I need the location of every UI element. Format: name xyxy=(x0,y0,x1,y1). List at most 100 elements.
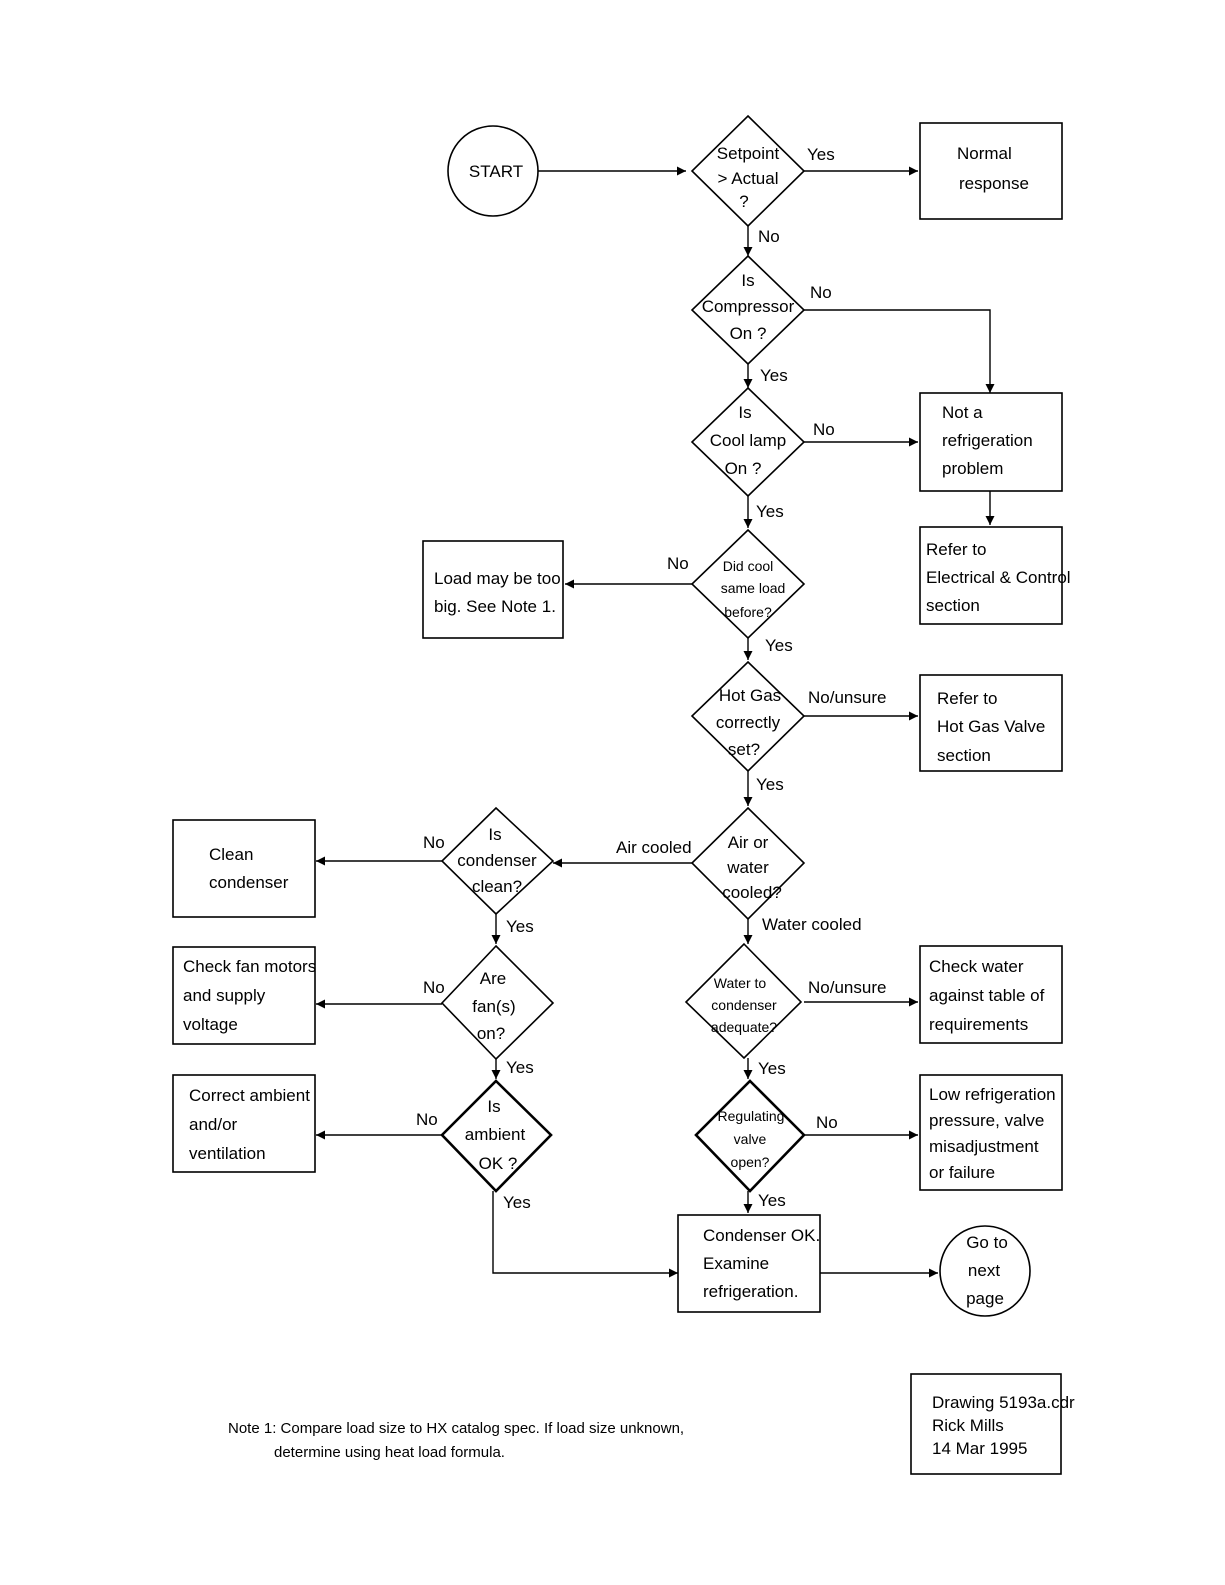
node-setpoint: Setpoint > Actual ? xyxy=(690,114,806,228)
title-block-author: Rick Mills xyxy=(932,1416,1004,1435)
label-compressor-yes: Yes xyxy=(760,366,788,385)
label-hotgas-yes: Yes xyxy=(756,775,784,794)
node-regvalve-line2: valve xyxy=(734,1131,767,1147)
edges xyxy=(316,166,995,1278)
node-checkwater-line3: requirements xyxy=(929,1015,1028,1034)
node-correctamb-line3: ventilation xyxy=(189,1144,266,1163)
node-coollamp-line2: Cool lamp xyxy=(710,431,787,450)
node-fans: Are fan(s) on? xyxy=(440,944,555,1061)
footnote-line2: determine using heat load formula. xyxy=(274,1444,505,1461)
node-coollamp-line3: On ? xyxy=(725,459,762,478)
node-wateradeq-line1: Water to xyxy=(714,975,767,991)
node-condok-line3: refrigeration. xyxy=(703,1282,798,1301)
node-electrical-line1: Refer to xyxy=(926,540,986,559)
node-compressor-line3: On ? xyxy=(730,324,767,343)
node-condok-line2: Examine xyxy=(703,1254,769,1273)
node-ambient-line2: ambient xyxy=(465,1125,526,1144)
label-didcool-no: No xyxy=(667,554,689,573)
node-hotgas: Hot Gas correctly set? xyxy=(690,660,806,773)
node-compressor-line1: Is xyxy=(741,271,754,290)
label-water-cooled: Water cooled xyxy=(762,915,862,934)
label-hotgas-no: No/unsure xyxy=(808,688,886,707)
node-lowref-line3: misadjustment xyxy=(929,1137,1039,1156)
node-lowref-line4: or failure xyxy=(929,1163,995,1182)
node-condclean-line1: Is xyxy=(488,825,501,844)
title-block-drawing: Drawing 5193a.cdr xyxy=(932,1393,1075,1412)
label-fans-no: No xyxy=(423,978,445,997)
node-hotgasvalve-line1: Refer to xyxy=(937,689,997,708)
label-setpoint-no: No xyxy=(758,227,780,246)
node-didcool: Did cool same load before? xyxy=(690,528,806,640)
node-fans-line2: fan(s) xyxy=(472,997,515,1016)
label-coollamp-no: No xyxy=(813,420,835,439)
node-condok-line1: Condenser OK. xyxy=(703,1226,820,1245)
node-loadbig-line1: Load may be too xyxy=(434,569,561,588)
node-coollamp: Is Cool lamp On ? xyxy=(690,386,806,498)
node-goto-line1: Go to xyxy=(966,1233,1008,1252)
node-ambient-line3: OK ? xyxy=(479,1154,518,1173)
node-checkfan-line2: and supply xyxy=(183,986,266,1005)
node-didcool-line3: before? xyxy=(724,604,772,620)
node-checkfan-line1: Check fan motors xyxy=(183,957,316,976)
node-goto[interactable]: Go to next page xyxy=(939,1225,1031,1317)
node-cleancond-line2: condenser xyxy=(209,873,289,892)
node-setpoint-line1: Setpoint xyxy=(717,144,780,163)
node-notref: Not a refrigeration problem xyxy=(919,392,1063,492)
node-didcool-line1: Did cool xyxy=(723,558,774,574)
label-regvalve-yes: Yes xyxy=(758,1191,786,1210)
node-electrical-line3: section xyxy=(926,596,980,615)
node-cleancond: Clean condenser xyxy=(172,819,316,918)
node-checkwater: Check water against table of requirement… xyxy=(919,945,1063,1044)
node-electrical-line2: Electrical & Control xyxy=(926,568,1071,587)
label-air-cooled: Air cooled xyxy=(616,838,692,857)
title-block: Drawing 5193a.cdr Rick Mills 14 Mar 1995 xyxy=(910,1373,1075,1475)
edge-ambient-condok xyxy=(492,1191,678,1278)
node-condclean-line2: condenser xyxy=(457,851,537,870)
node-hotgas-line2: correctly xyxy=(716,713,781,732)
node-hotgasvalve-line3: section xyxy=(937,746,991,765)
node-setpoint-line3: ? xyxy=(739,192,748,211)
node-setpoint-line2: > Actual xyxy=(718,169,779,188)
node-loadbig: Load may be too big. See Note 1. xyxy=(422,540,564,639)
node-condok: Condenser OK. Examine refrigeration. xyxy=(677,1214,821,1313)
node-normal-line2: response xyxy=(959,174,1029,193)
node-hotgas-line3: set? xyxy=(728,740,760,759)
footnote: Note 1: Compare load size to HX catalog … xyxy=(228,1420,684,1461)
node-didcool-line2: same load xyxy=(721,580,786,596)
node-hotgasvalve: Refer to Hot Gas Valve section xyxy=(919,674,1063,772)
node-hotgas-line1: Hot Gas xyxy=(719,686,781,705)
node-normal: Normal response xyxy=(919,122,1063,220)
node-wateradeq: Water to condenser adequate? xyxy=(684,942,803,1060)
footnote-line1: Note 1: Compare load size to HX catalog … xyxy=(228,1420,684,1437)
node-checkwater-line2: against table of xyxy=(929,986,1045,1005)
edge-compressor-notref xyxy=(804,309,995,393)
label-condclean-yes: Yes xyxy=(506,917,534,936)
node-lowref-line1: Low refrigeration xyxy=(929,1085,1056,1104)
node-checkwater-line1: Check water xyxy=(929,957,1024,976)
node-notref-line1: Not a xyxy=(942,403,983,422)
label-wateradeq-yes: Yes xyxy=(758,1059,786,1078)
node-airwater-line1: Air or xyxy=(728,833,769,852)
label-condclean-no: No xyxy=(423,833,445,852)
node-airwater-line3: cooled? xyxy=(722,883,782,902)
node-start-label: START xyxy=(469,162,523,181)
node-electrical: Refer to Electrical & Control section xyxy=(919,526,1071,625)
node-goto-line2: next xyxy=(968,1261,1000,1280)
node-correctamb-line2: and/or xyxy=(189,1115,238,1134)
node-compressor-line2: Compressor xyxy=(702,297,795,316)
node-lowref-line2: pressure, valve xyxy=(929,1111,1044,1130)
node-wateradeq-line3: adequate? xyxy=(711,1019,777,1035)
node-hotgasvalve-line2: Hot Gas Valve xyxy=(937,717,1045,736)
node-regvalve: Regulating valve open? xyxy=(694,1079,806,1193)
node-checkfan: Check fan motors and supply voltage xyxy=(172,946,316,1045)
label-didcool-yes: Yes xyxy=(765,636,793,655)
node-ambient: Is ambient OK ? xyxy=(440,1079,553,1193)
node-compressor: Is Compressor On ? xyxy=(690,254,806,366)
node-airwater: Air or water cooled? xyxy=(690,806,806,921)
label-fans-yes: Yes xyxy=(506,1058,534,1077)
node-start: START xyxy=(447,125,539,217)
node-goto-line3: page xyxy=(966,1289,1004,1308)
edge-labels: Yes No No Yes No Yes No Yes No/unsure Ye… xyxy=(416,145,886,1212)
node-wateradeq-line2: condenser xyxy=(711,997,777,1013)
